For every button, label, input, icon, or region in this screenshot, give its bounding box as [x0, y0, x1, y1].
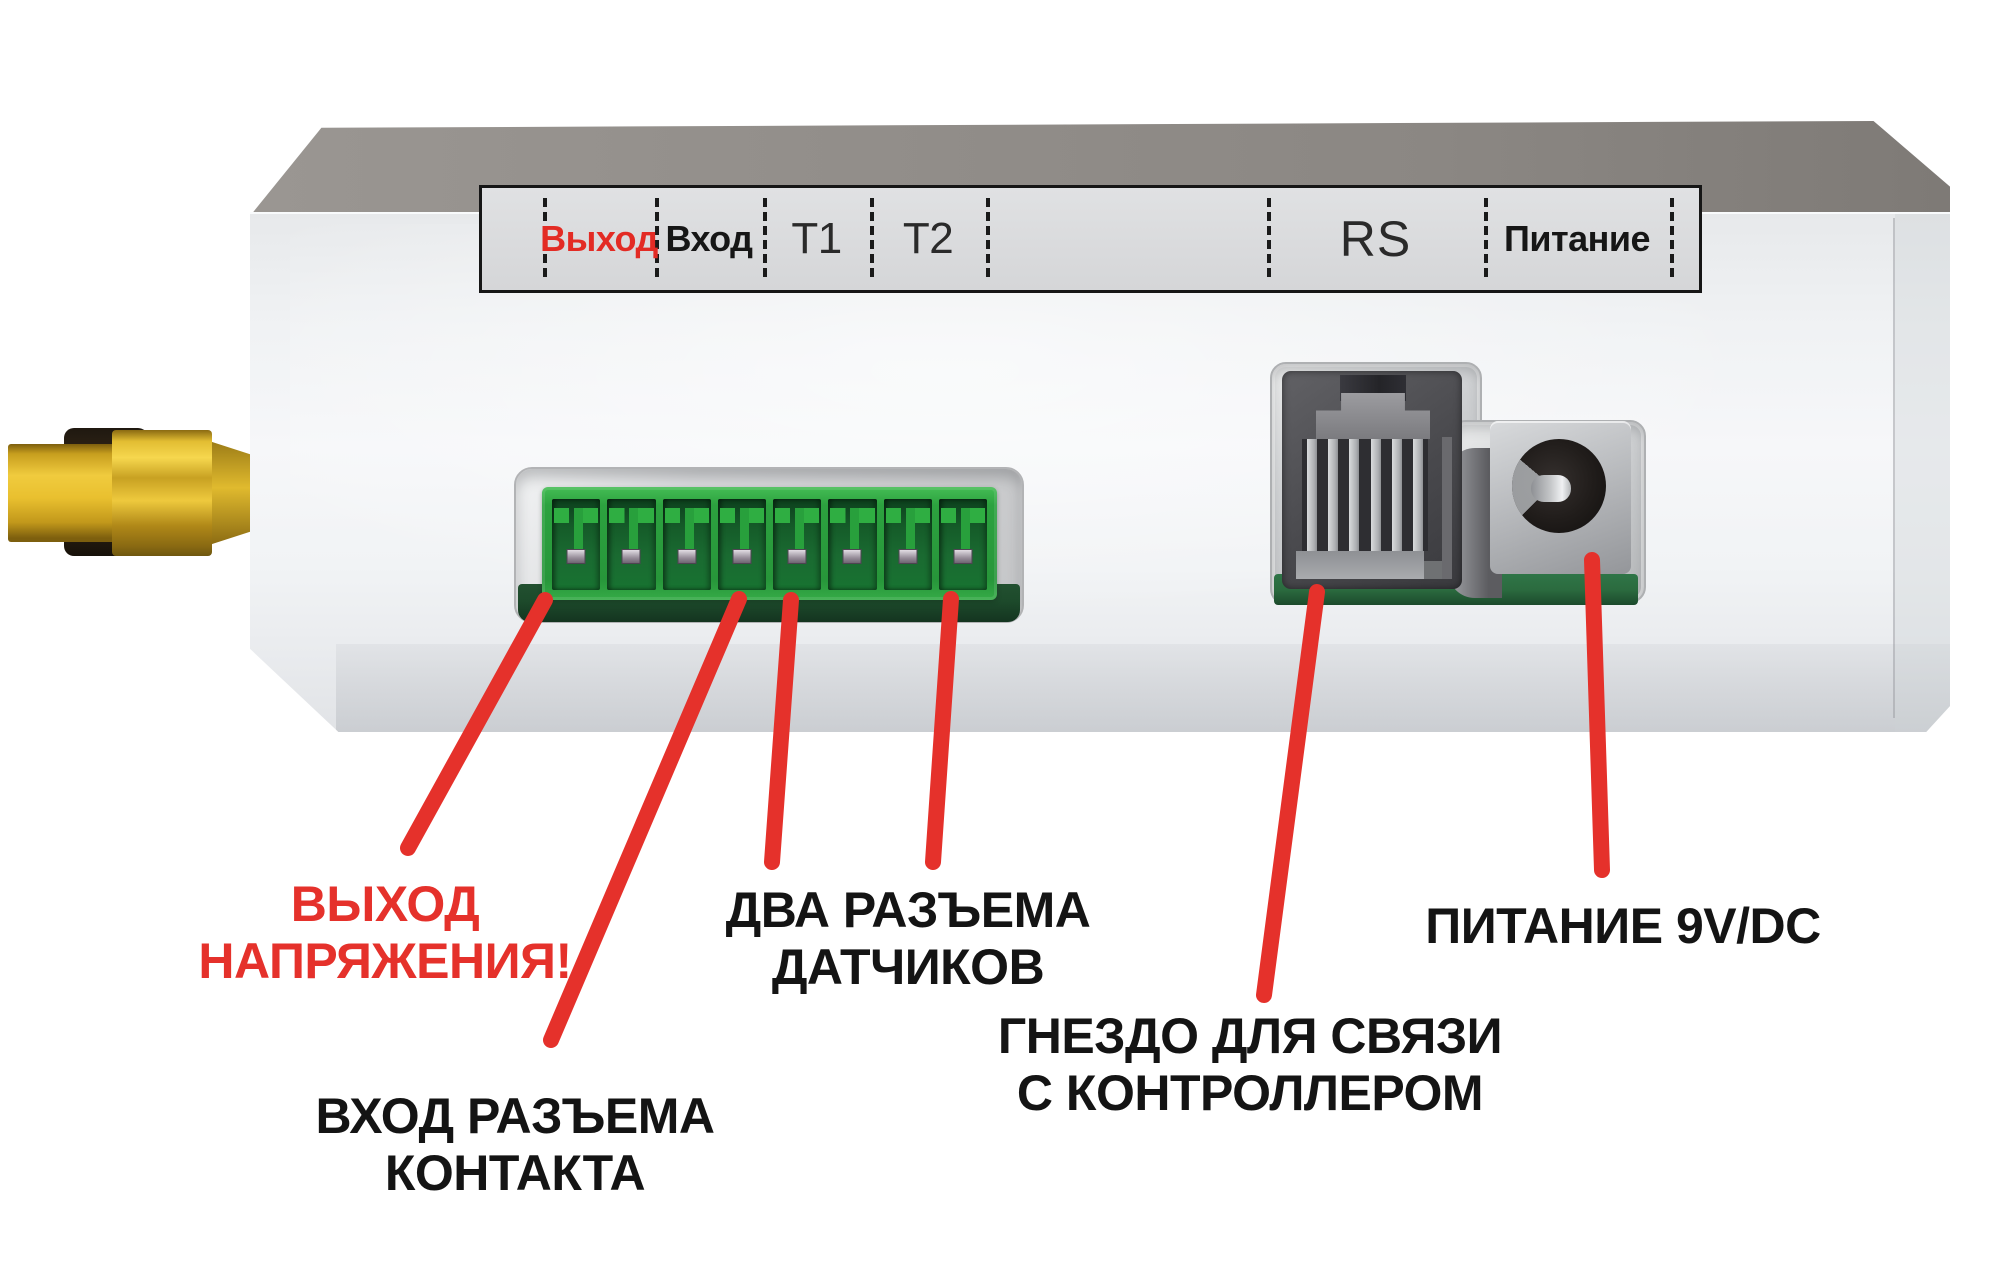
antenna-connector — [8, 444, 120, 542]
terminal-block — [542, 487, 997, 600]
callout-sensor-connectors: ДВА РАЗЪЕМА ДАТЧИКОВ — [658, 882, 1158, 996]
rj-socket — [1282, 371, 1462, 589]
callout-line1: ДВА РАЗЪЕМА — [725, 882, 1091, 938]
terminal-clamp-stem — [795, 508, 805, 552]
antenna-taper — [206, 440, 252, 546]
terminal-pin — [677, 549, 697, 564]
callout-line-sensor-t2 — [925, 591, 959, 870]
terminal-clamp-stem — [684, 508, 694, 552]
strip-label-rs: RS — [1339, 211, 1412, 267]
callout-line-contact-input — [543, 591, 747, 1048]
callout-line1: ГНЕЗДО ДЛЯ СВЯЗИ — [997, 1008, 1503, 1064]
callout-power: ПИТАНИЕ 9V/DC — [1373, 898, 1873, 955]
callout-line2: КОНТАКТА — [384, 1145, 646, 1201]
terminal-slot — [607, 499, 656, 590]
device-right-endcap — [1895, 214, 1950, 732]
terminal-clamp-stem — [905, 508, 915, 552]
terminal-slot — [883, 499, 932, 590]
rj-contact-area — [1302, 439, 1428, 551]
rj-contact — [1370, 439, 1381, 551]
callout-contact-input: ВХОД РАЗЪЕМА КОНТАКТА — [265, 1088, 765, 1202]
callout-line-power — [1584, 552, 1610, 878]
strip-separator — [655, 198, 659, 278]
terminal-clamp-stem — [629, 508, 639, 552]
terminal-slot — [773, 499, 822, 590]
terminal-pin — [787, 549, 807, 564]
callout-voltage-output: ВЫХОД НАПРЯЖЕНИЯ! — [140, 876, 630, 990]
terminal-clamp-stem — [739, 508, 749, 552]
strip-label-vkhod: Вход — [665, 218, 753, 259]
device-right-seam — [1893, 218, 1895, 718]
callout-controller-socket: ГНЕЗДО ДЛЯ СВЯЗИ С КОНТРОЛЛЕРОМ — [975, 1008, 1525, 1122]
terminal-clamp-stem — [574, 508, 584, 552]
terminal-slot — [662, 499, 711, 590]
antenna-hex-nut — [112, 430, 212, 556]
strip-label-t1: T1 — [791, 214, 842, 263]
rj-contact — [1328, 439, 1339, 551]
strip-label-vykhod: Выход — [540, 218, 658, 259]
strip-label-t2: T2 — [902, 214, 954, 263]
rj-contact — [1349, 439, 1360, 551]
terminal-slot — [828, 499, 877, 590]
rj-right-wall — [1442, 437, 1452, 579]
terminal-pin — [953, 549, 973, 564]
terminal-pin — [566, 549, 586, 564]
strip-separator — [986, 198, 990, 278]
callout-line2: ДАТЧИКОВ — [771, 939, 1045, 995]
terminal-pin — [732, 549, 752, 564]
terminal-slot — [552, 499, 601, 590]
strip-label-pitanie: Питание — [1503, 218, 1651, 259]
strip-separator — [870, 198, 874, 278]
strip-separator — [763, 198, 767, 278]
callout-line1: ВЫХОД — [290, 876, 480, 932]
port-label-strip: Выход Вход T1 T2 RS Питание — [479, 185, 1702, 293]
rj-contact — [1412, 439, 1423, 551]
terminal-clamp-stem — [850, 508, 860, 552]
dc-center-pin — [1531, 475, 1571, 502]
terminal-clamp-stem — [960, 508, 970, 552]
callout-line1: ПИТАНИЕ 9V/DC — [1425, 898, 1821, 954]
terminal-pin — [898, 549, 918, 564]
callout-line2: НАПРЯЖЕНИЯ! — [198, 933, 572, 989]
terminal-pin — [621, 549, 641, 564]
device-bottom-band — [336, 644, 1950, 732]
rj-floor — [1296, 551, 1424, 579]
callout-line1: ВХОД РАЗЪЕМА — [315, 1088, 715, 1144]
strip-separator — [1484, 198, 1488, 278]
callout-line-voltage-output — [400, 592, 553, 856]
strip-separator — [543, 198, 547, 278]
callout-line-sensor-t1 — [764, 592, 799, 870]
strip-separator — [1267, 198, 1271, 278]
strip-separator — [1670, 198, 1674, 278]
device-body: Выход Вход T1 T2 RS Питание — [250, 118, 1950, 732]
terminal-pin — [842, 549, 862, 564]
callout-line2: С КОНТРОЛЛЕРОМ — [1016, 1065, 1484, 1121]
callout-line-controller-socket — [1256, 584, 1325, 1003]
rj-contact — [1307, 439, 1317, 551]
terminal-slot — [717, 499, 766, 590]
rj-contact — [1391, 439, 1402, 551]
terminal-slot — [938, 499, 987, 590]
